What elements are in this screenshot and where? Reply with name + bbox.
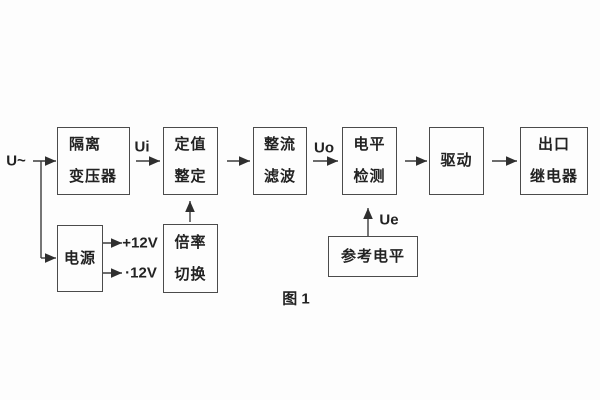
block-level-detect: 电平 检测 — [342, 127, 397, 195]
block-label-line: 整流 — [263, 136, 296, 153]
block-rectify-filter: 整流 滤波 — [253, 127, 307, 195]
signal-label-input: U~ — [6, 152, 26, 170]
block-label-line: 整定 — [174, 168, 207, 185]
block-isolation-transformer: 隔离 变压器 — [57, 127, 130, 195]
block-drive: 驱动 — [429, 127, 484, 195]
block-label-line: 驱动 — [440, 152, 473, 169]
block-label-line: 隔离 — [69, 136, 102, 153]
block-label-line: 参考电平 — [340, 247, 405, 265]
figure-caption: 图 1 — [282, 290, 310, 308]
block-label-line: 电源 — [63, 249, 96, 267]
block-output-relay: 出口 继电器 — [520, 127, 588, 195]
signal-label-ue: Ue — [379, 211, 399, 229]
block-label-line: 出口 — [537, 136, 570, 153]
block-label-line: 倍率 — [174, 233, 207, 251]
block-value-setting: 定值 整定 — [163, 127, 218, 195]
signal-label-plus-12v: +12V — [122, 234, 158, 252]
block-ratio-switch: 倍率 切换 — [163, 224, 218, 293]
signal-label-ui: Ui — [134, 138, 150, 156]
block-label-line: 定值 — [174, 136, 207, 153]
block-label-line: 切换 — [174, 265, 207, 283]
block-label-line: 检测 — [353, 168, 386, 185]
block-reference-level: 参考电平 — [328, 236, 418, 277]
block-label-line: 滤波 — [263, 168, 296, 185]
signal-label-uo: Uo — [314, 139, 334, 157]
block-label-line: 变压器 — [69, 168, 118, 185]
signal-label-minus-12v: ·12V — [125, 264, 157, 282]
block-label-line: 继电器 — [529, 168, 578, 185]
block-label-line: 电平 — [353, 136, 386, 153]
block-power-supply: 电源 — [57, 225, 103, 292]
